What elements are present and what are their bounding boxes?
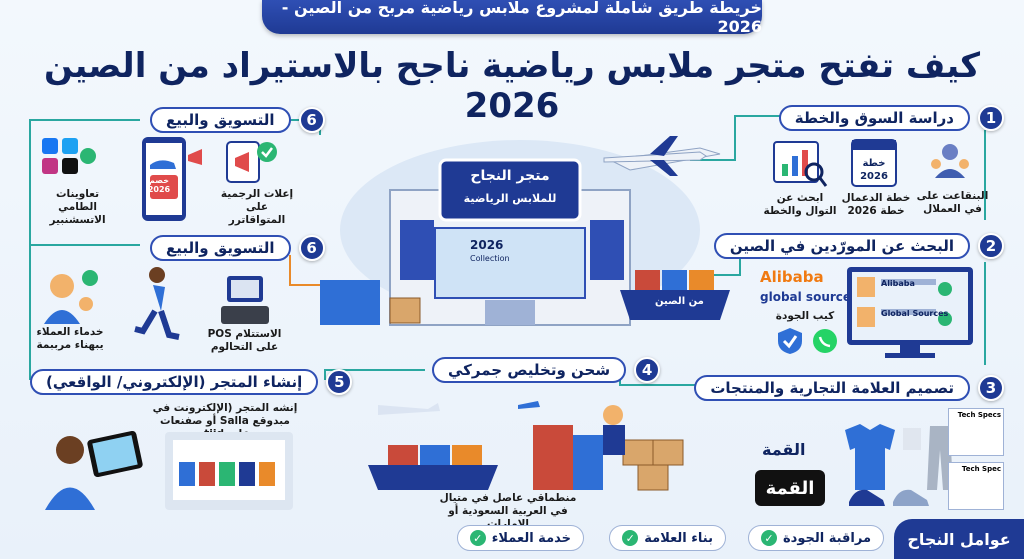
brand-logo-dark: القمة [755, 470, 825, 506]
supplier-monitor-icon [845, 265, 975, 360]
step4-header: 4 شحن وتخليص جمركي [432, 356, 661, 384]
quality-caption: كيب الجودة [775, 310, 835, 322]
step1-item1-caption: البنقاعت على في العملال [916, 190, 989, 216]
customer-service-icon [40, 268, 102, 324]
step2-label: البحث عن المورّدين في الصين [713, 233, 970, 259]
screen-row-globalsources: Global Sources [881, 309, 949, 318]
step6b-item1-caption: الاستتلام POS على التحالوم [207, 328, 282, 354]
screen-row-alibaba: Alibaba [881, 279, 915, 288]
pill-customer-service-label: خدمة العملاء [491, 530, 571, 546]
success-factors-title: عوامل النجاح [894, 519, 1024, 559]
tech-specs-sheet-1: Tech Specs [948, 408, 1004, 456]
pill-branding-label: بناء العلامة [644, 530, 713, 546]
step2-header: 2 البحث عن المورّدين في الصين [713, 232, 1004, 260]
check-icon: ✓ [760, 530, 777, 546]
svg-text:خطة: خطة [862, 158, 885, 169]
brand-logo-text: القمة [762, 440, 806, 459]
step6a-item1-caption: إعلات الرجمية على المتواقاترر [220, 188, 294, 227]
ship-label: من الصين [655, 296, 704, 307]
step1-number: 1 [978, 105, 1004, 131]
calendar-plan-icon: خطة 2026 [848, 136, 900, 190]
social-icon [40, 136, 102, 192]
pill-customer-service: خدمة العملاء ✓ [456, 525, 584, 551]
step5-number: 5 [326, 369, 353, 395]
spec-title-1: Tech Specs [957, 411, 1001, 419]
users-icon [925, 138, 975, 188]
step5-label: إنشاء المتجر (الإلكتروني/ الواقعي) [30, 369, 319, 395]
step1-item2-caption: خطة الدعمال خطة 2026 [841, 192, 911, 218]
check-icon: ✓ [622, 530, 639, 546]
footer: عوامل النجاح مراقبة الجودة ✓ بناء العلامة… [0, 515, 1024, 559]
step3-number: 3 [978, 375, 1004, 401]
pill-quality-label: مراقبة الجودة [782, 530, 871, 546]
top-ribbon: خريطة طريق شاملة لمشروع ملابس رياضية مرب… [262, 0, 762, 36]
phone-sale-icon [130, 135, 210, 225]
alibaba-logo: Alibaba [760, 268, 824, 286]
svg-text:2026: 2026 [860, 171, 888, 182]
step3-header: 3 تصميم العلامة التجارية والمنتجات [694, 374, 1004, 402]
store-window-year: 2026 [470, 238, 504, 252]
step6b-label: التسويق والبيع [150, 235, 291, 261]
tech-specs-sheet-2: Tech Spec [948, 462, 1004, 510]
airplane-icon [600, 130, 710, 180]
pill-quality: مراقبة الجودة ✓ [747, 525, 884, 551]
pill-branding: بناء العلامة ✓ [609, 525, 726, 551]
apparel-products-icon [835, 420, 975, 500]
runner-icon [125, 265, 185, 350]
step1-label: دراسة السوق والخطة [778, 105, 970, 131]
step6b-item3-caption: خدماء العملاء يبهناء مرببمة [36, 326, 104, 352]
step3-label: تصميم العلامة التجارية والمنتجات [694, 375, 970, 401]
tablet-user-icon [35, 420, 145, 510]
megaphone-icon [225, 138, 280, 188]
shipping-scene-icon [368, 385, 698, 505]
chart-search-icon [770, 136, 828, 190]
pos-icon [215, 272, 275, 328]
step6a-label: التسويق والبيع [150, 107, 291, 133]
step5-header: 5 إنشاء المتجر (الإلكتروني/ الواقعي) [30, 368, 353, 396]
step2-number: 2 [978, 233, 1004, 259]
shield-check-icon [775, 326, 805, 356]
spec-title-2: Tech Spec [961, 465, 1001, 473]
step1-item3-caption: ابحث عن التوال والخطة [763, 192, 837, 218]
step6b-header: 6 التسويق والبيع [150, 234, 325, 262]
store-window-sub: Collection [470, 254, 510, 263]
sportswear-store-icon [300, 120, 740, 340]
connector-s1 [690, 115, 818, 161]
store-sign-line2: للملابس الرياضية [463, 192, 557, 205]
step6a-number: 6 [298, 107, 325, 133]
step6b-number: 6 [298, 235, 325, 261]
step6a-item3-caption: تعاوينات الطامي الاتسشنبير [49, 188, 106, 227]
step1-header: 1 دراسة السوق والخطة [778, 104, 1004, 132]
ribbon-text: خريطة طريق شاملة لمشروع ملابس رياضية مرب… [281, 0, 762, 36]
whatsapp-icon [812, 328, 838, 354]
physical-store-icon [165, 432, 293, 510]
global-sources-logo: global sources [760, 290, 859, 304]
check-icon: ✓ [469, 530, 486, 546]
connector-s5-s6 [29, 119, 140, 380]
sale-badge: خصم 2026 [147, 176, 171, 194]
connector-s4-s5 [324, 369, 425, 380]
step6a-header: 6 التسويق والبيع [150, 106, 325, 134]
main-title: كيف تفتح متجر ملابس رياضية ناجح بالاستير… [43, 46, 981, 126]
sneakers-icon [845, 480, 935, 510]
step4-label: شحن وتخليص جمركي [432, 357, 627, 383]
store-sign-line1: متجر النجاح [470, 168, 550, 184]
step4-number: 4 [634, 357, 661, 383]
connector-s6b-store [289, 255, 320, 286]
